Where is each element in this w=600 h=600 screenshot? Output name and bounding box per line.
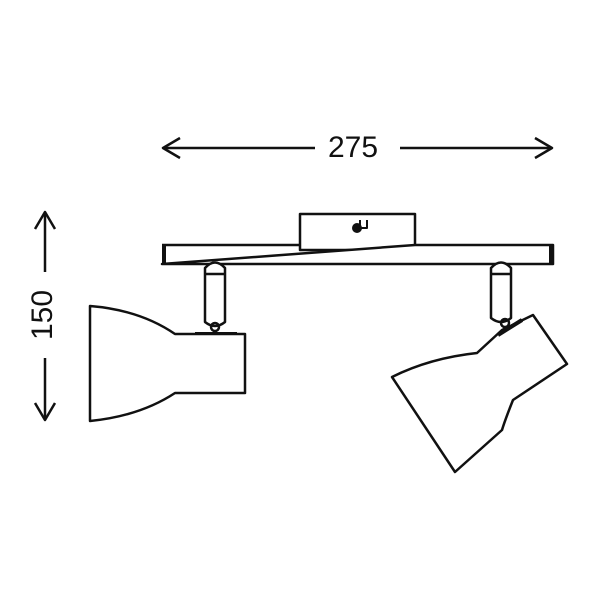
width-dimension-arrow [161, 136, 554, 160]
right-spotlight [390, 261, 569, 474]
mounting-box [298, 212, 417, 252]
height-dimension-arrow [33, 210, 57, 422]
height-dimension-label: 150 [26, 283, 59, 347]
mounting-bar [160, 243, 555, 266]
width-dimension-label: 275 [322, 133, 385, 163]
left-spotlight [88, 261, 247, 423]
